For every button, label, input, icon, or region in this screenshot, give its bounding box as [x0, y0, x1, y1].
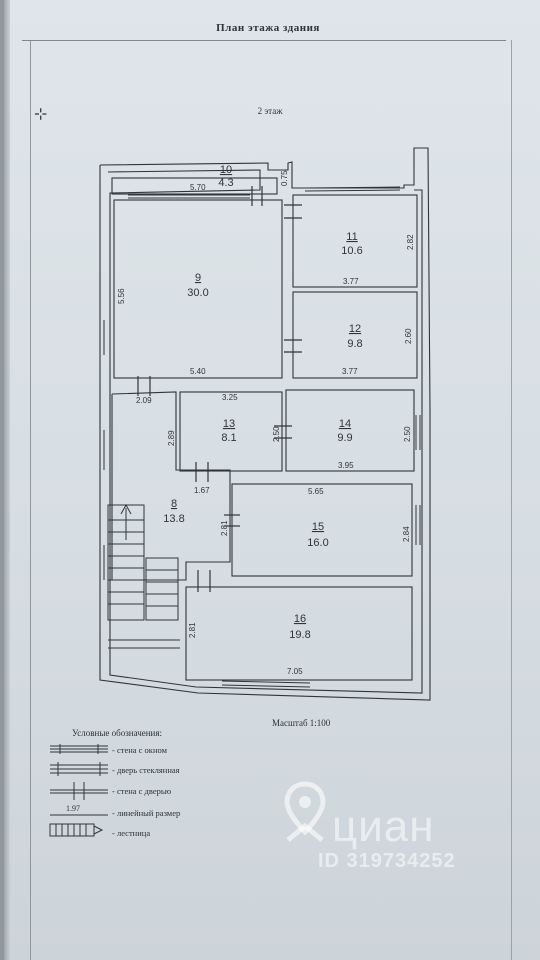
dim-label: 2.89: [167, 430, 176, 446]
dim-label: 2.50: [272, 426, 281, 442]
room-9-number: 9: [195, 272, 201, 284]
room-15-number: 15: [312, 521, 324, 533]
room-12-outline: [292, 291, 418, 379]
legend-symbols: [49, 744, 108, 837]
room-16-outline: [185, 586, 413, 681]
page-title: План этажа здания: [216, 22, 320, 34]
room-15-outline: [231, 483, 413, 577]
outer-wall: [99, 147, 431, 701]
room-13-area: 8.1: [221, 432, 236, 444]
legend-item-stair: - лестница: [112, 828, 151, 838]
legend-sample-dimension: 1.97: [66, 804, 80, 813]
legend-title: Условные обозначения:: [72, 728, 163, 738]
watermark-brand: циан: [332, 802, 435, 851]
dim-label: 2.82: [406, 234, 415, 250]
room-16-area: 19.8: [289, 629, 310, 641]
room-8-area: 13.8: [163, 513, 184, 525]
room-10-outline: [111, 177, 278, 195]
dim-label: 5.70: [190, 183, 206, 192]
room-13-number: 13: [223, 418, 235, 430]
paper-edge: [4, 0, 10, 960]
dim-label: 2.50: [403, 426, 412, 442]
dim-label: 3.77: [343, 277, 359, 286]
scale-label: Масштаб 1:100: [272, 718, 331, 728]
paper-sheet: [4, 0, 540, 960]
room-10-number: 10: [220, 164, 232, 176]
title-underline: [22, 40, 506, 41]
room-10-area: 4.3: [218, 177, 233, 189]
room-14-outline: [285, 389, 415, 472]
stair: [107, 503, 179, 621]
page-frame: [30, 40, 512, 960]
location-pin-icon: [284, 781, 326, 842]
dim-label: 3.25: [222, 393, 238, 402]
legend-item-window-wall: - стена с окном: [112, 745, 167, 755]
compass-icon: ⊹: [34, 106, 48, 123]
dim-label: 5.65: [308, 487, 324, 496]
floor-label: 2 этаж: [257, 106, 283, 116]
dim-label: 3.77: [342, 367, 358, 376]
room-12-number: 12: [349, 323, 361, 335]
dim-label: 5.40: [190, 367, 206, 376]
outer-wall-inner: [107, 169, 423, 694]
dim-label: 1.67: [194, 486, 210, 495]
dim-label: 2.09: [136, 396, 152, 405]
dim-label: 5.56: [117, 288, 126, 304]
room-9-area: 30.0: [187, 287, 208, 299]
room-8-outline: [111, 391, 231, 581]
legend-item-glass-door: - дверь стеклянная: [112, 765, 180, 775]
legend-item-door-wall: - стена с дверью: [112, 786, 172, 796]
legend-item-dimension: - линейный размер: [112, 808, 181, 818]
room-9-outline: [113, 199, 283, 379]
dim-label: 2.60: [404, 328, 413, 344]
room-12-area: 9.8: [347, 338, 362, 350]
dim-label: 2.81: [188, 622, 197, 638]
room-15-area: 16.0: [307, 537, 328, 549]
room-11-outline: [292, 194, 418, 288]
room-16-number: 16: [294, 613, 306, 625]
room-14-area: 9.9: [337, 432, 352, 444]
dim-label: 2.81: [220, 520, 229, 536]
room-8-number: 8: [171, 498, 177, 510]
dim-label: 0.75: [280, 170, 289, 186]
room-13-outline: [179, 391, 283, 472]
dim-label: 7.05: [287, 667, 303, 676]
room-11-area: 10.6: [341, 245, 362, 257]
room-14-number: 14: [339, 418, 351, 430]
watermark-id: ID 319734252: [318, 850, 456, 872]
dim-label: 2.84: [402, 526, 411, 542]
room-11-number: 11: [346, 231, 357, 243]
dim-label: 3.95: [338, 461, 354, 470]
